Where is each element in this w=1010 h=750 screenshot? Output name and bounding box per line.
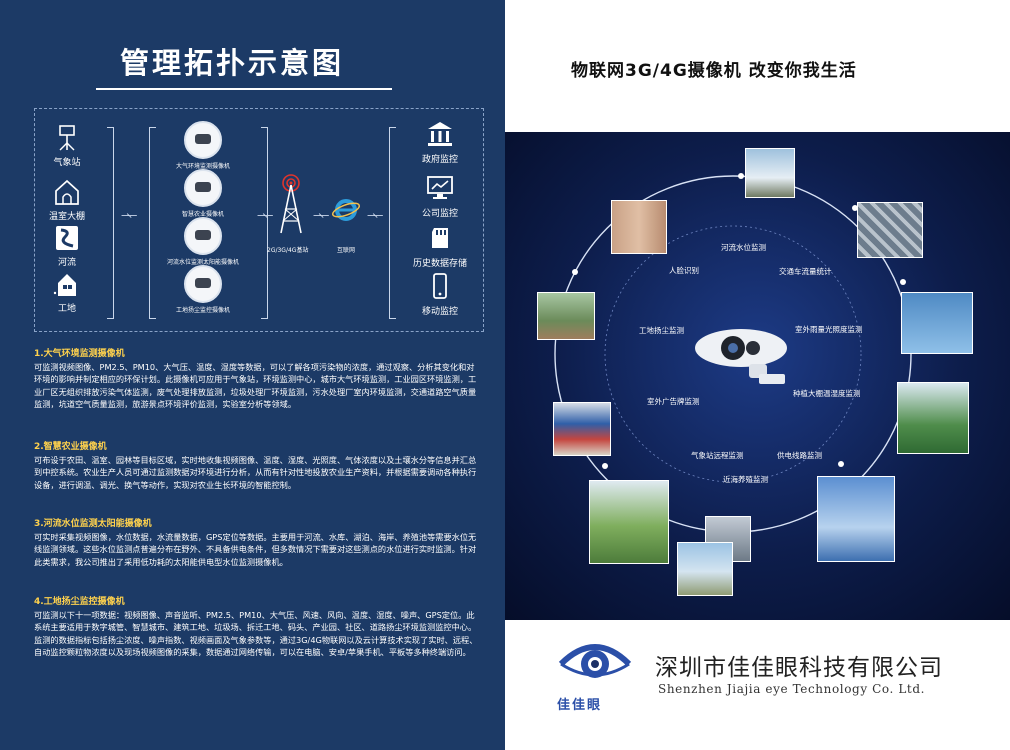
topology-diagram: 气象站 温室大棚 河流 (34, 108, 484, 332)
section-body: 可布设于农田、温室、园林等目标区域，实时地收集视频图像、温度、湿度、光照度、气体… (34, 454, 477, 490)
source-label: 温室大棚 (48, 212, 85, 222)
photo-rain (901, 292, 973, 354)
camera-construction-dust: 工地扬尘监控摄像机 (143, 265, 263, 314)
title-underline (96, 88, 392, 90)
source-construction-site: 工地 (37, 271, 97, 314)
source-weather-station: 气象站 (37, 125, 97, 168)
camera-river-solar: 河流水位监测太阳能摄像机 (143, 217, 263, 266)
photo-construction (537, 292, 595, 340)
weather-station-icon (59, 125, 75, 151)
camera-label: 智慧农业摄像机 (181, 211, 224, 218)
slogan: 物联网3G/4G摄像机 改变你我生活 (571, 61, 857, 81)
photo-greenhouse (897, 382, 969, 454)
section-body: 可实时采集视频图像，水位数据，水流量数据，GPS定位等数据。主要用于河流、水库、… (34, 531, 477, 567)
node-river-level: 河流水位监测 (721, 243, 766, 252)
node-face-recognition: 人脸识别 (669, 266, 699, 275)
photo-billboard (553, 402, 611, 456)
section-heading: 1.大气环境监测摄像机 (34, 349, 125, 359)
camera-bracket-left (149, 127, 156, 319)
section-construction-camera: 4.工地扬尘监控摄像机 可监测以下十一项数据：视频图像、声音监听、PM2.5、P… (34, 596, 480, 659)
camera-label: 大气环境监测摄像机 (175, 163, 230, 170)
section-river-camera: 3.河流水位监测太阳能摄像机 可实时采集视频图像，水位数据，水流量数据，GPS定… (34, 518, 480, 568)
node-power-line: 供电线路监测 (777, 451, 822, 460)
company-name-en: Shenzhen Jiajia eye Technology Co. Ltd. (658, 682, 926, 696)
destination-label: 移动监控 (421, 307, 458, 317)
section-agriculture-camera: 2.智慧农业摄像机 可布设于农田、温室、园林等目标区域，实时地收集视频图像、温度… (34, 441, 480, 491)
photo-solar-station (677, 542, 733, 596)
source-greenhouse: 温室大棚 (37, 179, 97, 222)
source-label: 气象站 (53, 158, 81, 168)
destination-bracket (389, 127, 396, 319)
photo-face (611, 200, 667, 254)
internet-icon (331, 199, 361, 221)
node-construction-dust: 工地扬尘监测 (639, 326, 684, 335)
camera-icon (184, 169, 222, 207)
company-name-zh: 深圳市佳佳眼科技有限公司 (655, 655, 943, 681)
node-rain-light: 室外雨量光照度监测 (795, 325, 863, 334)
section-heading: 4.工地扬尘监控摄像机 (34, 597, 125, 607)
mobile-phone-icon (433, 273, 447, 299)
camera-label: 河流水位监测太阳能摄像机 (166, 259, 239, 266)
destination-label: 公司监控 (421, 209, 458, 219)
source-bracket (107, 127, 114, 319)
tower-label: 2G/3G/4G基站 (267, 247, 309, 254)
company-footer: 佳佳眼 深圳市佳佳眼科技有限公司 Shenzhen Jiajia eye Tec… (505, 620, 1010, 750)
destination-label: 政府监控 (421, 155, 458, 165)
dest-history-storage: 历史数据存储 (405, 225, 475, 269)
central-camera-icon (695, 329, 787, 384)
photo-weather-station (589, 480, 669, 564)
photo-traffic (857, 202, 923, 258)
section-body: 可监测以下十一项数据：视频图像、声音监听、PM2.5、PM10、大气压、风速、风… (34, 609, 478, 658)
node-offshore-farming: 近海养殖监测 (723, 475, 768, 484)
dest-mobile: 移动监控 (405, 273, 475, 317)
camera-icon (184, 265, 222, 303)
dest-company: 公司监控 (405, 175, 475, 219)
source-label: 河流 (57, 258, 76, 268)
camera-icon (184, 217, 222, 255)
arrows-sources-to-cameras: ⇀↽ (121, 209, 138, 222)
arrows-internet-to-destinations: ⇀↽ (367, 209, 384, 222)
cell-tower-icon (280, 174, 302, 234)
photo-river (745, 148, 795, 198)
camera-icon (184, 121, 222, 159)
node-traffic-flow: 交通车流量统计 (779, 267, 832, 276)
source-label: 工地 (57, 304, 76, 314)
node-weather-station: 气象站远程监测 (691, 451, 744, 460)
destination-label: 历史数据存储 (412, 259, 467, 269)
slogan-header: 物联网3G/4G摄像机 改变你我生活 (505, 0, 1010, 132)
arrows-tower-to-internet: ⇀↽ (313, 209, 330, 222)
node-greenhouse-temp: 种植大棚温湿度监测 (793, 389, 861, 398)
arrows-cameras-to-tower: ⇀↽ (257, 209, 274, 222)
river-icon (56, 226, 78, 250)
camera-smart-agriculture: 智慧农业摄像机 (143, 169, 263, 218)
sd-card-icon (432, 228, 448, 248)
photo-power-line (817, 476, 895, 562)
page-title: 管理拓扑示意图 (120, 46, 345, 80)
government-building-icon (428, 122, 452, 146)
internet-label: 互联网 (337, 247, 356, 254)
camera-air-monitoring: 大气环境监测摄像机 (143, 121, 263, 170)
greenhouse-icon (55, 179, 79, 205)
node-billboard: 室外广告牌监测 (647, 397, 700, 406)
section-heading: 3.河流水位监测太阳能摄像机 (34, 519, 152, 529)
dest-government: 政府监控 (405, 121, 475, 165)
logo-text: 佳佳眼 (557, 698, 603, 713)
construction-site-icon (53, 274, 76, 296)
jiajia-eye-logo (558, 644, 632, 678)
section-heading: 2.智慧农业摄像机 (34, 442, 107, 452)
topology-panel: 管理拓扑示意图 气象站 温室大棚 (0, 0, 505, 750)
source-river: 河流 (37, 225, 97, 268)
camera-bracket-right (261, 127, 268, 319)
monitor-chart-icon (427, 176, 453, 199)
camera-label: 工地扬尘监控摄像机 (175, 307, 230, 314)
application-circle-panel: 河流水位监测 人脸识别 交通车流量统计 工地扬尘监测 室外雨量光照度监测 种植大… (505, 132, 1010, 620)
section-body: 可监测视频图像、PM2.5、PM10、大气压、温度、湿度等数据，可以了解各项污染… (34, 361, 477, 410)
section-air-camera: 1.大气环境监测摄像机 可监测视频图像、PM2.5、PM10、大气压、温度、湿度… (34, 348, 480, 411)
